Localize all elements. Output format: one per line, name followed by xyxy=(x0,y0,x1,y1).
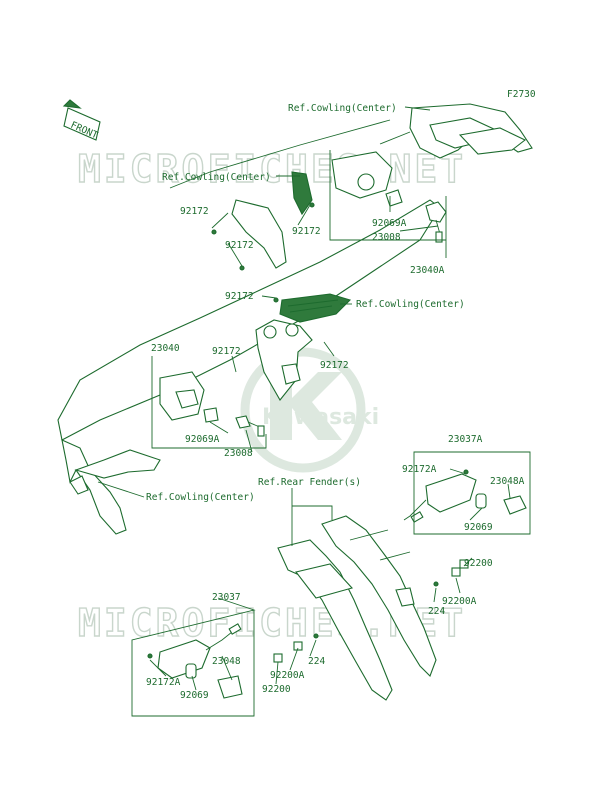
label-92069-2: 92069 xyxy=(180,690,209,701)
grille-cover xyxy=(279,293,352,323)
label-23040: 23040 xyxy=(151,343,180,354)
label-92200-1: 92200 xyxy=(464,558,493,569)
turn-signal-right xyxy=(403,469,527,523)
label-23037A: 23037A xyxy=(448,434,483,445)
label-92172A-2: 92172A xyxy=(146,677,181,688)
label-ref-rear-fender: Ref.Rear Fender(s) xyxy=(258,477,361,488)
label-92069-1: 92069 xyxy=(464,522,493,533)
label-23037: 23037 xyxy=(212,592,241,603)
label-23048: 23048 xyxy=(212,656,241,667)
kawasaki-brand-text: Kawasaki xyxy=(262,405,379,430)
label-92069A-2: 92069A xyxy=(185,434,220,445)
label-92172A-1: 92172A xyxy=(402,464,437,475)
label-23040A: 23040A xyxy=(410,265,445,276)
label-ref-cowling-4: Ref.Cowling(Center) xyxy=(146,492,255,503)
part-labels: Ref.Cowling(Center) Ref.Cowling(Center) … xyxy=(146,103,525,701)
label-224-1: 224 xyxy=(428,606,445,617)
leader-lines xyxy=(97,106,531,717)
center-cowling xyxy=(255,319,313,401)
label-92172-f: 92172 xyxy=(320,360,349,371)
label-92172-b: 92172 xyxy=(225,240,254,251)
label-92172-a: 92172 xyxy=(180,206,209,217)
label-ref-cowling-1: Ref.Cowling(Center) xyxy=(288,103,397,114)
label-92200A-1: 92200A xyxy=(442,596,477,607)
label-92172-d: 92172 xyxy=(225,291,254,302)
figure-code: F2730 xyxy=(507,89,536,100)
turn-signal-left xyxy=(147,623,243,699)
label-92200A-2: 92200A xyxy=(270,670,305,681)
label-ref-cowling-3: Ref.Cowling(Center) xyxy=(356,299,465,310)
label-23008-2: 23008 xyxy=(224,448,253,459)
label-92172-e: 92172 xyxy=(212,346,241,357)
label-92172-c: 92172 xyxy=(292,226,321,237)
turn-signal-housing-mid xyxy=(159,371,265,437)
rear-fender xyxy=(277,515,437,701)
upper-cowling-assembly xyxy=(57,103,533,441)
label-23048A: 23048A xyxy=(490,476,525,487)
turn-signal-housing-upper xyxy=(331,151,447,243)
label-ref-cowling-2: Ref.Cowling(Center) xyxy=(162,172,271,183)
label-224-2: 224 xyxy=(308,656,325,667)
label-92200-2: 92200 xyxy=(262,684,291,695)
label-92069A-1: 92069A xyxy=(372,218,407,229)
lower-cowling xyxy=(61,439,161,535)
label-23008-1: 23008 xyxy=(372,232,401,243)
mounting-bracket-upper xyxy=(231,171,313,269)
front-arrow-icon: FRONT xyxy=(62,99,101,141)
